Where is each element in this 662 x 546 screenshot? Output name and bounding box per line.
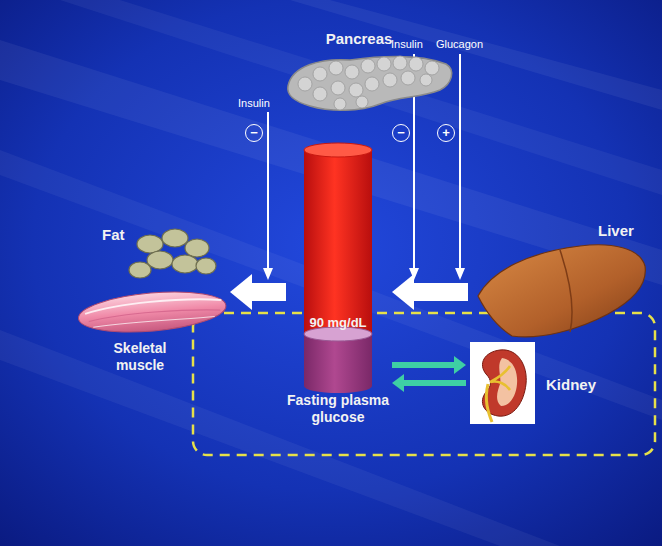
node-label: Skeletal muscle xyxy=(90,340,190,374)
exchange-arrow xyxy=(392,356,466,374)
node-label: Liver xyxy=(598,222,634,240)
node-label: Pancreas xyxy=(314,30,404,48)
stimulate-symbol: + xyxy=(437,124,455,142)
inhibit-symbol: − xyxy=(392,124,410,142)
arrow-shaft xyxy=(392,362,455,368)
hormone-label: Insulin xyxy=(391,38,423,51)
node-label: Kidney xyxy=(546,376,596,394)
glucose-cylinder: 90 mg/dL Fasting plasma glucose xyxy=(286,142,392,432)
arrow-shaft xyxy=(251,283,286,301)
arrow-shaft xyxy=(413,283,468,301)
fat-tissue: Fat xyxy=(96,222,216,280)
pancreas-organ: Pancreas xyxy=(268,26,454,118)
arrow-head xyxy=(454,356,466,374)
inhibit-symbol: − xyxy=(245,124,263,142)
flux-arrow xyxy=(392,274,468,310)
hormone-label: Insulin xyxy=(238,97,270,110)
node-label: Fasting plasma glucose xyxy=(286,392,390,426)
arrow-head xyxy=(392,274,414,310)
liver-organ: Liver xyxy=(468,218,648,344)
arrow-head xyxy=(392,374,404,392)
arrow-shaft xyxy=(403,380,466,386)
node-label: Fat xyxy=(102,226,125,244)
arrow-head xyxy=(230,274,252,310)
skeletal-muscle: Skeletal muscle xyxy=(78,282,230,380)
kidney-organ: Kidney xyxy=(466,338,612,430)
hormone-label: Glucagon xyxy=(436,38,483,51)
exchange-arrow xyxy=(392,374,466,392)
flux-arrow xyxy=(230,274,286,310)
node-label: 90 mg/dL xyxy=(286,315,390,331)
